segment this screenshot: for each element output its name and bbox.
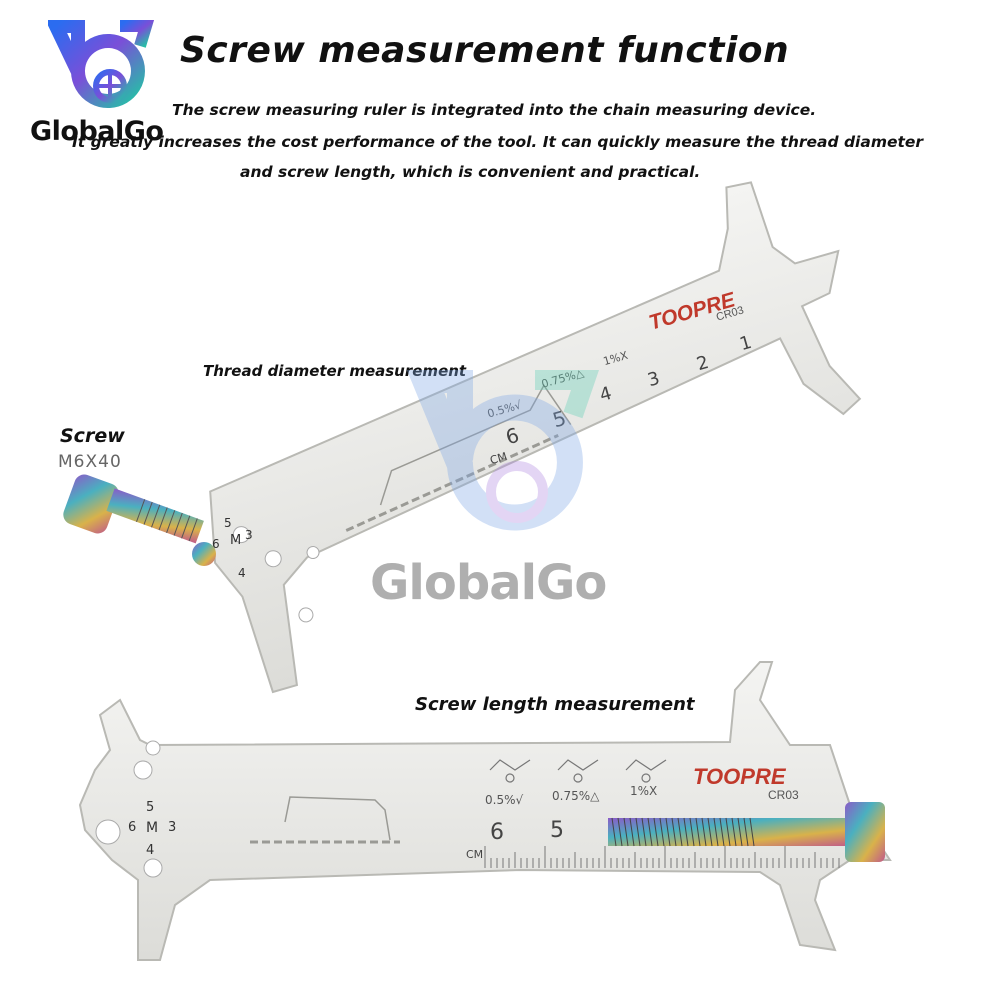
page-title: Screw measurement function (180, 30, 790, 71)
thread-line (665, 817, 671, 847)
thread-line (635, 817, 641, 847)
thread-line (617, 817, 623, 847)
thread-line (707, 817, 713, 847)
thread-line (659, 817, 665, 847)
description-line-2: It greatly increases the cost performanc… (72, 133, 924, 151)
hole-label-lower-left: 6 (128, 820, 137, 835)
thread-line (647, 817, 653, 847)
thread-line (623, 817, 629, 847)
thread-line (731, 817, 737, 847)
screw-upper-image (63, 474, 216, 566)
brand-lower: TOOPRE (693, 764, 786, 789)
screw-size: M6X40 (58, 452, 122, 472)
wear-label-lower-3: 1%X (630, 784, 658, 798)
screw-lower-image (608, 802, 885, 862)
caption-thread-diameter: Thread diameter measurement (203, 362, 467, 380)
scale-number-lower-6: 6 (490, 820, 504, 845)
wear-label-lower-2: 0.75%△ (552, 789, 600, 803)
thread-line (671, 817, 677, 847)
thread-line (743, 817, 749, 847)
model-lower: CR03 (768, 788, 799, 802)
hole-label-upper-bottom: 4 (238, 566, 246, 580)
hole-label-upper-left: 6 (212, 537, 220, 551)
logo-text: GlobalGo (30, 116, 164, 147)
hole-label-lower-top: 5 (146, 800, 155, 815)
thread-line (653, 817, 659, 847)
thread-line (629, 817, 635, 847)
logo-mark-icon (48, 20, 155, 108)
description-line-1: The screw measuring ruler is integrated … (172, 101, 817, 119)
thread-line (719, 817, 725, 847)
description-line-3: and screw length, which is convenient an… (240, 163, 701, 181)
thread-line (683, 817, 689, 847)
thread-line (611, 817, 617, 847)
scale-number-lower-5: 5 (550, 818, 564, 843)
thread-line (749, 817, 755, 847)
hole-label-lower-bottom: 4 (146, 843, 155, 858)
thread-line (713, 817, 719, 847)
scale-unit-lower: CM (466, 848, 484, 861)
thread-line (641, 817, 647, 847)
brand-logo: GlobalGo (20, 20, 170, 150)
thread-line (677, 817, 683, 847)
watermark-mark-icon (406, 370, 599, 531)
thread-line (701, 817, 707, 847)
wear-label-lower-1: 0.5%√ (485, 793, 524, 807)
thread-line (725, 817, 731, 847)
screw-label: Screw (60, 425, 125, 447)
hole-label-upper-center: M (230, 533, 242, 548)
watermark-text: GlobalGo (370, 555, 607, 611)
ruler-ticks-lower (484, 846, 840, 868)
hole-label-upper-right: 3 (245, 528, 253, 542)
thread-line (689, 817, 695, 847)
hole-label-upper-top: 5 (224, 516, 232, 530)
hole-label-lower-right: 3 (168, 820, 177, 835)
thread-line (737, 817, 743, 847)
thread-line (695, 817, 701, 847)
hole-label-lower-center: M (146, 820, 159, 836)
caption-screw-length: Screw length measurement (415, 694, 695, 715)
